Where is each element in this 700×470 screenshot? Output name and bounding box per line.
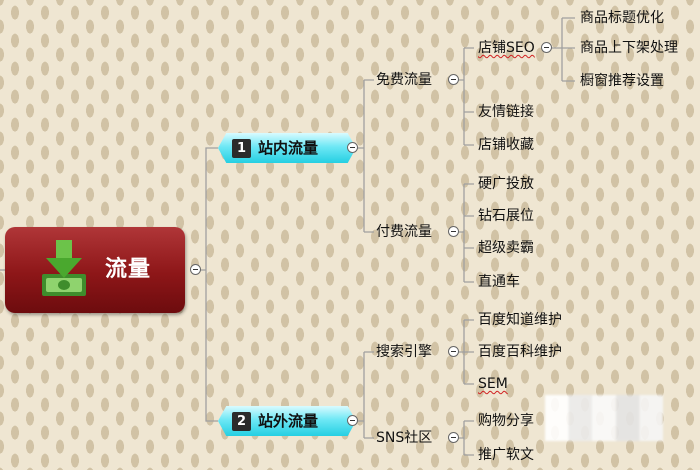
node-super-seller[interactable]: 超级卖霸 <box>478 240 534 256</box>
node-free-traffic[interactable]: 免费流量 <box>376 72 432 88</box>
branch-label: 站外流量 <box>258 412 319 430</box>
collapse-toggle-onsite[interactable] <box>347 142 358 153</box>
download-money-icon <box>42 240 86 296</box>
collapse-toggle-free[interactable] <box>448 74 459 85</box>
node-search-engine[interactable]: 搜索引擎 <box>376 344 432 360</box>
node-baidu-baike[interactable]: 百度百科维护 <box>478 344 562 360</box>
node-paid-traffic[interactable]: 付费流量 <box>376 224 432 240</box>
node-listing-handling[interactable]: 商品上下架处理 <box>580 40 678 56</box>
node-shopping-share[interactable]: 购物分享 <box>478 413 534 429</box>
node-promo-article[interactable]: 推广软文 <box>478 447 534 463</box>
collapse-toggle-offsite[interactable] <box>347 415 358 426</box>
node-hard-ads[interactable]: 硬广投放 <box>478 176 534 192</box>
branch-number-badge: 1 <box>232 139 251 158</box>
node-shop-seo[interactable]: 店铺SEO <box>478 40 535 56</box>
node-friend-links[interactable]: 友情链接 <box>478 104 534 120</box>
branch-offsite-traffic[interactable]: 2 站外流量 <box>218 406 356 436</box>
collapse-toggle-search[interactable] <box>448 346 459 357</box>
node-window-recommend[interactable]: 橱窗推荐设置 <box>580 73 664 89</box>
root-label: 流量 <box>105 257 152 282</box>
branch-onsite-traffic[interactable]: 1 站内流量 <box>218 133 356 163</box>
pixelated-watermark <box>545 395 663 441</box>
collapse-toggle-sns[interactable] <box>448 432 459 443</box>
branch-number-badge: 2 <box>232 412 251 431</box>
collapse-toggle-paid[interactable] <box>448 226 459 237</box>
node-diamond-booth[interactable]: 钻石展位 <box>478 208 534 224</box>
node-title-optimization[interactable]: 商品标题优化 <box>580 10 664 26</box>
collapse-toggle-seo[interactable] <box>541 42 552 53</box>
node-through-train[interactable]: 直通车 <box>478 274 520 290</box>
node-baidu-zhidao[interactable]: 百度知道维护 <box>478 312 562 328</box>
node-sns-community[interactable]: SNS社区 <box>376 430 433 446</box>
node-shop-favorite[interactable]: 店铺收藏 <box>478 137 534 153</box>
root-node[interactable]: 流量 <box>5 227 185 313</box>
node-sem[interactable]: SEM <box>478 376 508 392</box>
branch-label: 站内流量 <box>258 139 319 157</box>
collapse-toggle-root[interactable] <box>190 264 201 275</box>
